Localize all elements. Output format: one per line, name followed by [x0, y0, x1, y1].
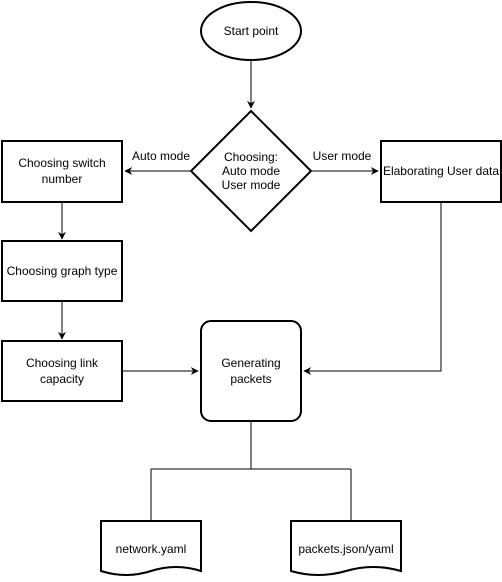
- node-packets-document: packets.json/yaml: [290, 520, 402, 576]
- node-choosing-switch-number: Choosing switch number: [1, 140, 123, 203]
- node-start-point: Start point: [200, 1, 302, 61]
- node-choosing-link-capacity: Choosing link capacity: [1, 340, 123, 402]
- node-elaborating-user-data: Elaborating User data: [380, 140, 502, 203]
- generating-line-1: Generating: [221, 356, 280, 370]
- choosing-line-2: Auto mode: [222, 164, 280, 178]
- edge-userdata-to-generating: [303, 203, 442, 375]
- edges: [58, 60, 442, 521]
- node-choosing-graph-type: Choosing graph type: [1, 240, 123, 302]
- node-network-yaml-document: network.yaml: [100, 520, 202, 576]
- start-point-label: Start point: [224, 24, 279, 38]
- edge-label-auto-mode: Auto mode: [132, 149, 190, 163]
- choosing-line-1: Choosing:: [224, 150, 278, 164]
- switch-line-1: Choosing switch: [18, 156, 105, 170]
- choosing-line-3: User mode: [222, 178, 281, 192]
- user-data-label: Elaborating User data: [383, 164, 499, 178]
- switch-line-2: number: [42, 172, 83, 186]
- node-choosing-mode: Choosing: Auto mode User mode: [189, 109, 313, 233]
- link-line-2: capacity: [40, 372, 84, 386]
- node-generating-packets: Generating packets: [200, 320, 302, 422]
- network-yaml-label: network.yaml: [116, 542, 187, 556]
- generating-line-2: packets: [230, 372, 271, 386]
- edge-label-user-mode: User mode: [313, 149, 372, 163]
- graph-type-label: Choosing graph type: [7, 264, 118, 278]
- packets-doc-label: packets.json/yaml: [298, 542, 393, 556]
- link-line-1: Choosing link: [26, 356, 99, 370]
